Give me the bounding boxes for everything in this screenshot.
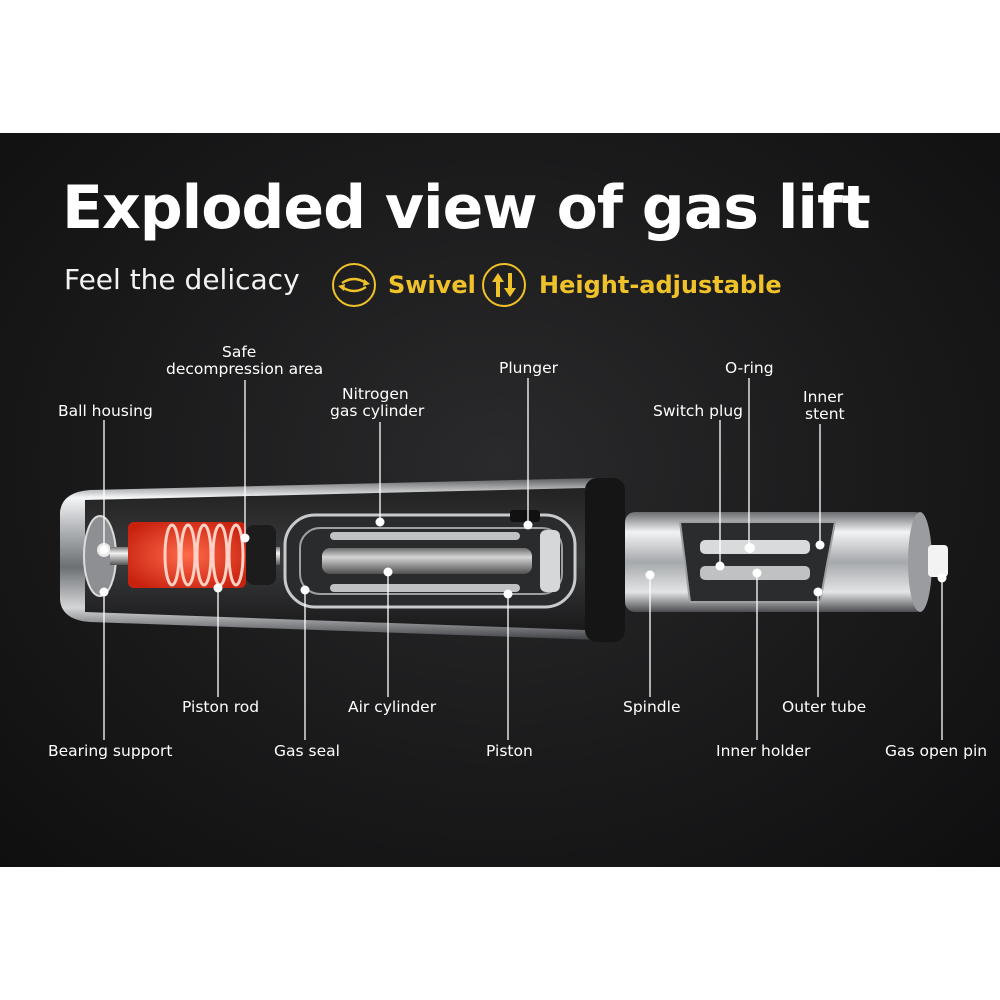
swivel-label: Swivel bbox=[388, 271, 476, 299]
callout-dot bbox=[99, 545, 109, 555]
callout-dot bbox=[240, 533, 250, 543]
callout-dot bbox=[937, 573, 947, 583]
callout-dot bbox=[375, 517, 385, 527]
callout-dot bbox=[503, 589, 513, 599]
plunger-block bbox=[510, 510, 540, 522]
label-switch-plug: Switch plug bbox=[653, 402, 743, 420]
label-bearing-support: Bearing support bbox=[48, 742, 173, 760]
air-cylinder bbox=[322, 548, 532, 574]
label-ball-housing: Ball housing bbox=[58, 402, 153, 420]
callout-dot bbox=[383, 567, 393, 577]
label-o-ring: O-ring bbox=[725, 359, 774, 377]
callout-dot bbox=[99, 587, 109, 597]
label-piston: Piston bbox=[486, 742, 533, 760]
spring-region bbox=[128, 522, 246, 588]
label-nitrogen-1: Nitrogen bbox=[342, 385, 409, 403]
body-end-cap bbox=[585, 478, 625, 642]
label-gas-open-pin: Gas open pin bbox=[885, 742, 988, 760]
label-inner-stent-2: stent bbox=[805, 405, 845, 423]
subtitle: Feel the delicacy bbox=[64, 263, 300, 296]
label-safe-decompression-2: decompression area bbox=[166, 360, 324, 378]
callout-dot bbox=[715, 561, 725, 571]
callout-dot bbox=[744, 543, 754, 553]
page-title: Exploded view of gas lift bbox=[62, 173, 871, 243]
callout-dot bbox=[645, 570, 655, 580]
callout-dot bbox=[213, 583, 223, 593]
label-safe-decompression-1: Safe bbox=[222, 343, 257, 361]
callout-dot bbox=[813, 587, 823, 597]
label-piston-rod: Piston rod bbox=[182, 698, 260, 716]
gas-open-pin-shape bbox=[928, 545, 948, 577]
swivel-icon bbox=[332, 263, 376, 307]
height-adjust-label: Height-adjustable bbox=[539, 271, 782, 299]
label-gas-seal: Gas seal bbox=[274, 742, 340, 760]
label-spindle: Spindle bbox=[623, 698, 681, 716]
label-inner-holder: Inner holder bbox=[716, 742, 811, 760]
label-inner-stent-1: Inner bbox=[803, 388, 844, 406]
callout-dot bbox=[523, 520, 533, 530]
height-adjust-icon bbox=[482, 263, 526, 307]
callout-dot bbox=[752, 568, 762, 578]
label-nitrogen-2: gas cylinder bbox=[330, 402, 425, 420]
label-air-cylinder: Air cylinder bbox=[348, 698, 437, 716]
callout-dot bbox=[815, 540, 825, 550]
label-plunger: Plunger bbox=[499, 359, 559, 377]
callout-dot bbox=[300, 585, 310, 595]
label-outer-tube: Outer tube bbox=[782, 698, 867, 716]
